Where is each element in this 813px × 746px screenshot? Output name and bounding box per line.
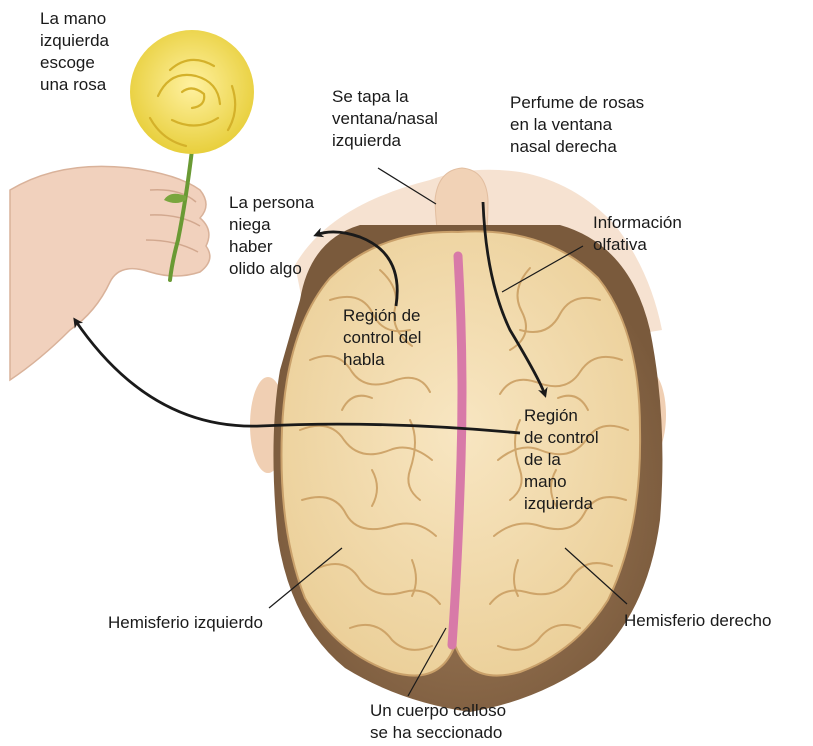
label-left-hand-region: Región de control de la mano izquierda [524, 405, 599, 515]
label-hand-picks-rose: La mano izquierda escoge una rosa [40, 8, 109, 96]
label-speech-region: Región de control del habla [343, 305, 421, 371]
label-corpus-callosum: Un cuerpo calloso se ha seccionado [370, 700, 506, 744]
label-person-denies: La persona niega haber olido algo [229, 192, 314, 280]
label-left-hemisphere: Hemisferio izquierdo [108, 612, 263, 634]
hand-icon [8, 155, 224, 388]
label-olfactory-info: Información olfativa [593, 212, 682, 256]
label-right-hemisphere: Hemisferio derecho [624, 610, 771, 632]
label-rose-perfume-right: Perfume de rosas en la ventana nasal der… [510, 92, 644, 158]
label-left-nostril-blocked: Se tapa la ventana/nasal izquierda [332, 86, 438, 152]
